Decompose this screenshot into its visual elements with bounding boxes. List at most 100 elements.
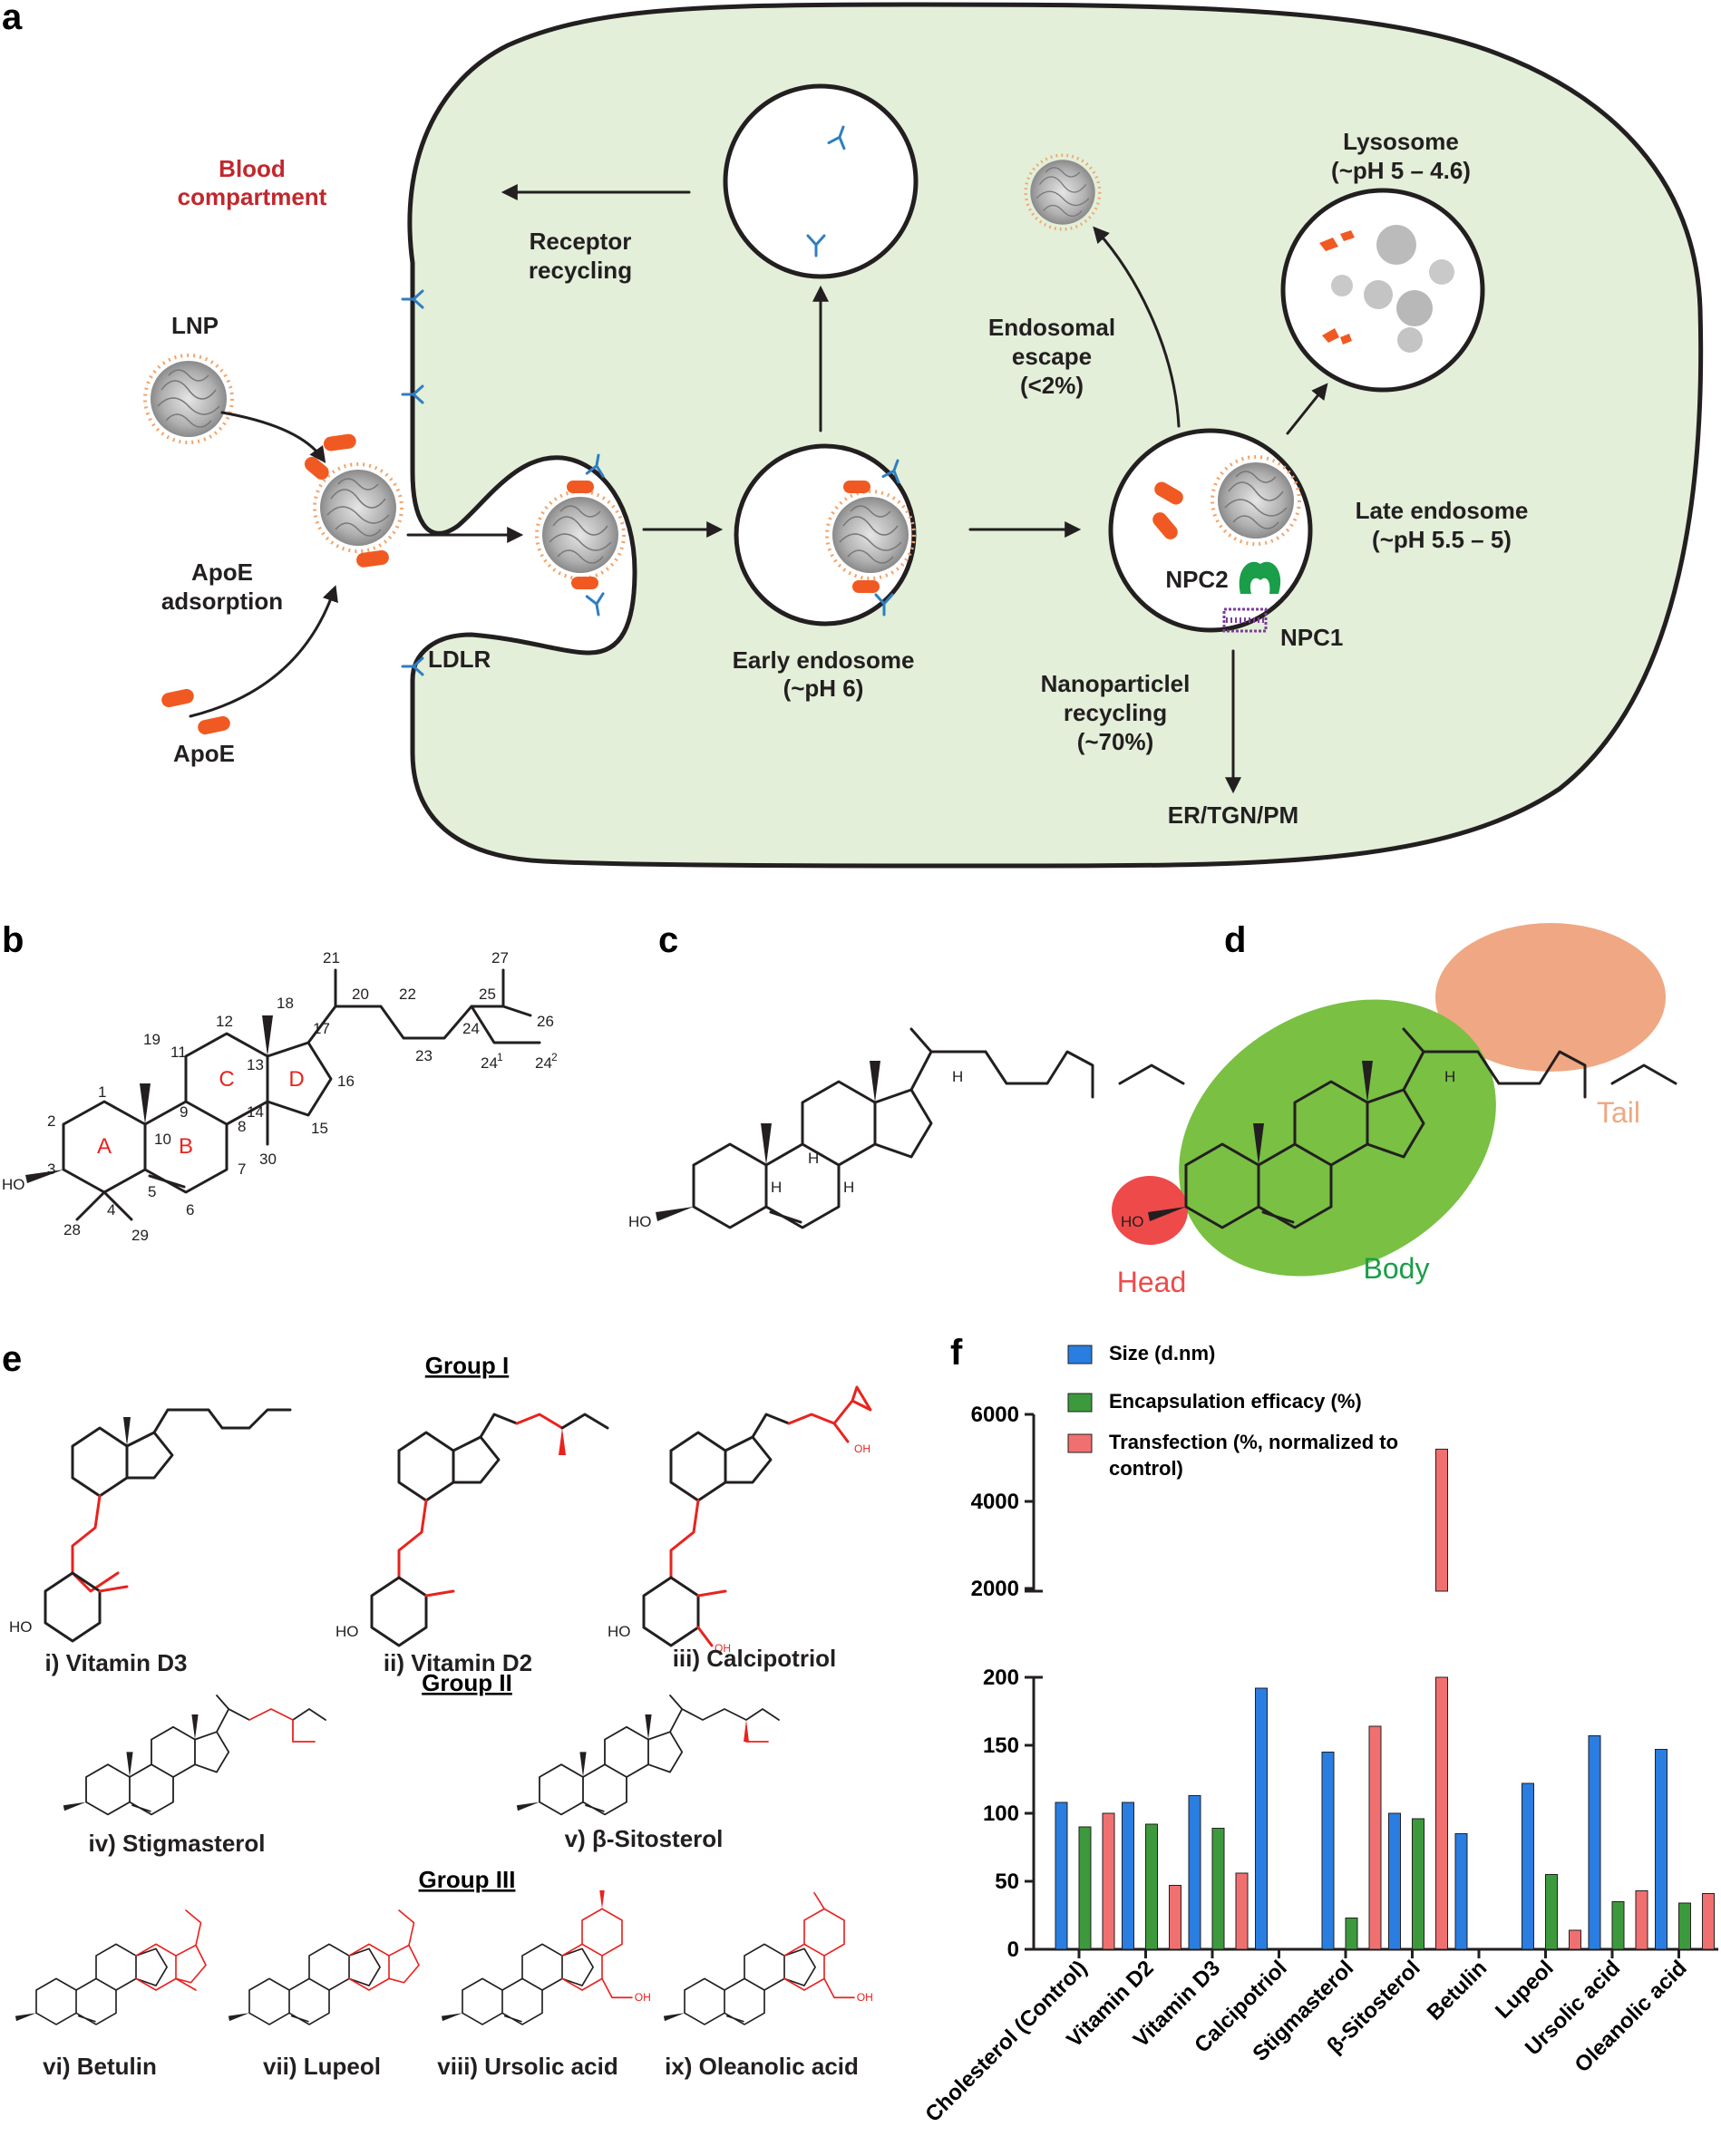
ho-label: HO [335, 1623, 359, 1640]
c-number: 25 [479, 986, 496, 1003]
panel-e: e Group I Group II Group III HO i) Vitam… [2, 1339, 873, 2080]
betulin-label: vi) Betulin [43, 2053, 157, 2080]
bar [1122, 1802, 1134, 1950]
endosomal-escape-line3: (<2%) [1020, 372, 1084, 399]
lupeol-label: vii) Lupeol [263, 2053, 381, 2080]
bar [1635, 1890, 1648, 1950]
arrow-to-lysosome [1286, 383, 1328, 435]
c-number: 8 [238, 1118, 246, 1135]
apoe-in-late-endosome [1154, 481, 1183, 505]
y-tick-label: 4000 [971, 1490, 1019, 1514]
c-number: 13 [247, 1056, 264, 1073]
ursolic-acid-label: viii) Ursolic acid [437, 2053, 617, 2080]
c-number: 10 [154, 1131, 171, 1148]
lysosome-line1: Lysosome [1343, 128, 1459, 155]
panel-c-label: c [658, 920, 678, 960]
late-endosome-line2: (~pH 5.5 – 5) [1372, 526, 1512, 553]
bar [1102, 1812, 1115, 1950]
bar [1145, 1823, 1158, 1950]
bar [1055, 1802, 1068, 1950]
calcipotriol-label: iii) Calcipotriol [673, 1645, 837, 1672]
bar [1435, 1448, 1448, 1592]
oh-label: OH [854, 1442, 870, 1455]
arrow-lnp-to-complex [220, 411, 326, 463]
c-number: 9 [180, 1103, 188, 1121]
receptor-recycling-line1: Receptor [530, 228, 632, 255]
bar [1255, 1687, 1268, 1950]
c-number: 12 [216, 1013, 233, 1030]
c-number: 24 [462, 1020, 480, 1037]
legend-swatch [1067, 1393, 1093, 1413]
legend-label: Transfection (%, normalized to [1109, 1431, 1398, 1453]
panel-b-label: b [2, 920, 24, 960]
panel-b: b A B C D HO 1 2 [2, 920, 558, 1244]
x-tick-label: Lupeol [1491, 1956, 1559, 2024]
x-tick-label: Cholesterol (Control) [920, 1956, 1092, 2127]
y-tick-label: 6000 [971, 1403, 1019, 1427]
c-number: 29 [131, 1227, 149, 1244]
carbon-numbers: 1 2 3 4 5 6 7 8 9 10 11 12 13 14 15 16 1… [47, 949, 558, 1244]
h-atom: H [1444, 1068, 1455, 1085]
y-tick-label: 0 [1007, 1937, 1019, 1962]
y-tick-label: 50 [995, 1870, 1019, 1894]
npc1-protein [1222, 607, 1268, 633]
lupeol-structure [228, 1909, 420, 2025]
ursolic-acid-structure: OH [441, 1890, 651, 2025]
hydroxyl-ho: HO [628, 1213, 652, 1230]
hydroxyl-ho: HO [2, 1176, 25, 1193]
stigmasterol-structure [63, 1695, 326, 1816]
np-recycling-line2: recycling [1064, 699, 1167, 726]
oleanolic-acid-label: ix) Oleanolic acid [665, 2053, 859, 2080]
oleanolic-acid-structure: OH [663, 1891, 873, 2025]
h-atom: H [808, 1150, 819, 1167]
bar [1078, 1826, 1092, 1950]
oh-label: OH [715, 1642, 731, 1655]
y-tick-label: 100 [983, 1802, 1019, 1826]
lnp-apoe-complex [304, 433, 404, 568]
endosomal-escape-line2: escape [1012, 343, 1092, 370]
blood-compartment-line2: compartment [178, 183, 327, 210]
late-endosome-line1: Late endosome [1356, 497, 1529, 524]
legend-swatch [1067, 1345, 1093, 1364]
c-number: 11 [170, 1044, 187, 1061]
bar [1211, 1828, 1225, 1950]
hydroxyl-ho: HO [1121, 1213, 1144, 1230]
bar [1678, 1902, 1691, 1950]
c-number: 15 [311, 1120, 328, 1137]
lnp-particle [143, 354, 234, 444]
oh-label: OH [857, 1991, 873, 2004]
bar [1345, 1918, 1358, 1950]
c-number: 23 [415, 1047, 433, 1064]
legend-label: control) [1109, 1457, 1183, 1480]
bar [1655, 1749, 1668, 1950]
ring-b: B [179, 1134, 193, 1159]
vitamin-d3-label: i) Vitamin D3 [44, 1649, 187, 1676]
c-number: 26 [537, 1013, 554, 1030]
er-tgn-pm-label: ER/TGN/PM [1168, 801, 1298, 829]
apoe-adsorption-line1: ApoE [191, 558, 253, 586]
lanosterol-skeleton [25, 968, 541, 1221]
arrow-endosomal-escape [1093, 226, 1181, 428]
group-1-title: Group I [425, 1352, 509, 1379]
h-atom: H [952, 1068, 963, 1085]
c-number: 3 [47, 1161, 55, 1178]
h-atom: H [771, 1179, 782, 1196]
degraded-contents [1319, 225, 1454, 353]
c-number: 1 [98, 1083, 106, 1101]
c-number: 7 [238, 1161, 246, 1178]
vitamin-d2-label: ii) Vitamin D2 [384, 1649, 532, 1676]
ldlr-label: LDLR [428, 646, 491, 673]
cholesterol-structure-regions: HO H [1121, 1027, 1677, 1230]
c-number: 14 [247, 1103, 264, 1121]
apoe-protein [198, 715, 230, 735]
c-number: 2 [47, 1112, 55, 1130]
blood-compartment-line1: Blood [219, 155, 286, 182]
c-number: 22 [399, 986, 416, 1003]
panel-f-label: f [950, 1333, 963, 1373]
lnp-label: LNP [171, 312, 219, 339]
npc2-label: NPC2 [1165, 566, 1228, 593]
cell-membrane [407, 2, 1704, 869]
c-number: 27 [491, 949, 509, 966]
c-number-superscript: 1 [497, 1051, 503, 1063]
c-number: 4 [107, 1201, 115, 1219]
